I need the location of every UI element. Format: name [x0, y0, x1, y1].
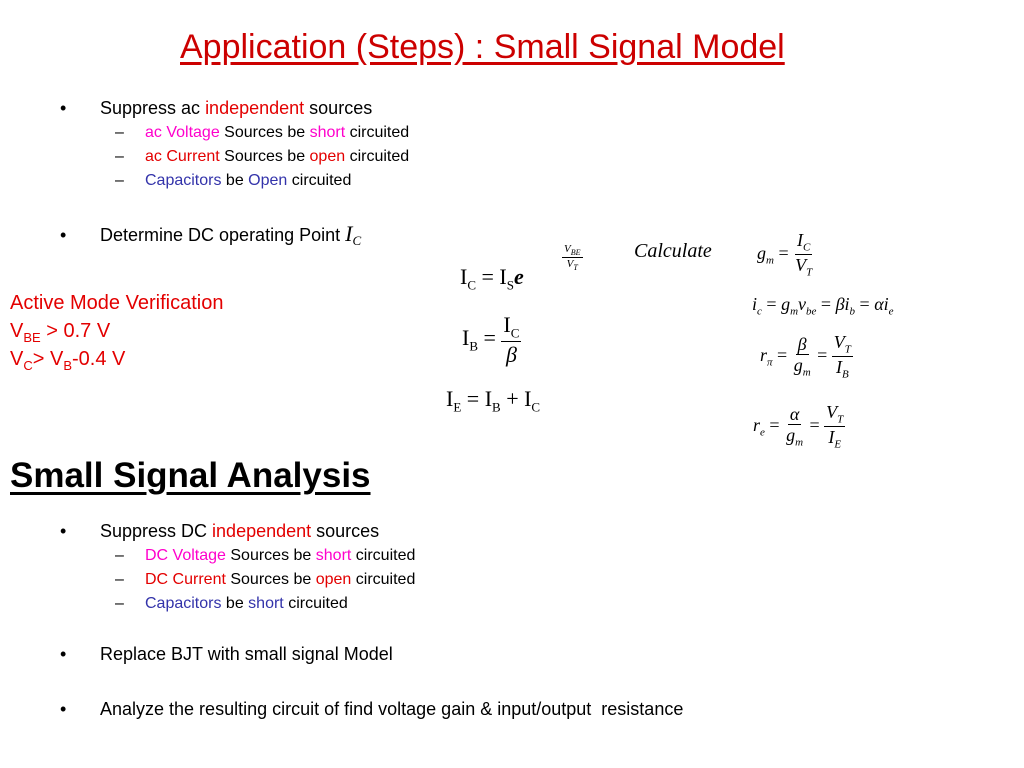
bullet-glyph: • [60, 98, 67, 118]
bullet-glyph: • [60, 521, 67, 541]
sub-end: circuited [345, 124, 410, 141]
vbe-condition: VBE > 0.7 V [10, 320, 110, 345]
vc-condition: VC> VB-0.4 V [10, 348, 125, 373]
bullet-text: Replace BJT with small signal Model [100, 644, 393, 664]
dash-glyph: – [115, 547, 124, 564]
bullet-determine-dc: • Determine DC operating Point IC [60, 221, 361, 249]
equation-ic-small: ic = gmvbe = βib = αie [752, 294, 894, 318]
vc-sub: C [23, 358, 33, 373]
small-signal-heading: Small Signal Analysis [10, 456, 371, 495]
sub-term: Capacitors [145, 595, 222, 612]
sub-term: DC Voltage [145, 547, 226, 564]
sub-end: circuited [351, 547, 416, 564]
sub-dc-current: – DC Current Sources be open circuited [115, 571, 415, 589]
vbe-sub: BE [23, 330, 41, 345]
v-letter: V [10, 348, 24, 370]
vc-mid: > V [32, 348, 64, 370]
sub-end: circuited [287, 172, 352, 189]
dash-glyph: – [115, 172, 124, 189]
sub-state: open [315, 571, 352, 588]
sub-end: circuited [345, 148, 410, 165]
sub-state: Open [248, 172, 288, 189]
sub-dc-voltage: – DC Voltage Sources be short circuited [115, 547, 415, 565]
sub-term: ac Voltage [145, 124, 220, 141]
bullet-highlight: independent [205, 98, 305, 118]
ic-subscript: C [352, 233, 362, 248]
sub-term: Capacitors [145, 172, 222, 189]
equation-ic: IC = ISe [460, 264, 524, 293]
sub-text: Sources be [219, 124, 310, 141]
sub-term: DC Current [145, 571, 226, 588]
bullet-text: Determine DC operating Point [100, 225, 346, 245]
active-mode-title: Active Mode Verification [10, 292, 224, 314]
bullet-glyph: • [60, 644, 67, 664]
bullet-text: Analyze the resulting circuit of find vo… [100, 699, 684, 719]
ic-symbol: I [345, 221, 353, 246]
bullet-suppress-ac: • Suppress ac independent sources [60, 98, 372, 119]
page-title: Application (Steps) : Small Signal Model [180, 28, 785, 66]
equation-ie: IE = IB + IC [446, 386, 541, 415]
calculate-label: Calculate [634, 240, 712, 262]
sub-text: Sources be [219, 148, 310, 165]
sub-text: Sources be [225, 547, 316, 564]
sub-capacitors: – Capacitors be Open circuited [115, 172, 351, 190]
bullet-text-end: sources [311, 521, 380, 541]
vc-rest: -0.4 V [71, 348, 126, 370]
sub-term: ac Current [145, 148, 220, 165]
sub-end: circuited [351, 571, 416, 588]
bullet-analyze-circuit: • Analyze the resulting circuit of find v… [60, 699, 683, 720]
bullet-replace-bjt: • Replace BJT with small signal Model [60, 644, 393, 665]
dash-glyph: – [115, 571, 124, 588]
sub-ac-voltage: – ac Voltage Sources be short circuited [115, 124, 409, 142]
dash-glyph: – [115, 124, 124, 141]
sub-end: circuited [283, 595, 348, 612]
sub-state: short [248, 595, 284, 612]
bullet-text: Suppress DC [100, 521, 213, 541]
bullet-text-end: sources [304, 98, 373, 118]
dash-glyph: – [115, 148, 124, 165]
bullet-glyph: • [60, 699, 67, 719]
dash-glyph: – [115, 595, 124, 612]
sub-text: be [221, 172, 249, 189]
sub-text: Sources be [225, 571, 316, 588]
sub-ac-current: – ac Current Sources be open circuited [115, 148, 409, 166]
sub-text: be [221, 595, 249, 612]
bullet-glyph: • [60, 225, 67, 245]
sub-state: short [315, 547, 352, 564]
sub-capacitors-short: – Capacitors be short circuited [115, 595, 348, 613]
vb-sub: B [63, 358, 72, 373]
vbe-rest: > 0.7 V [40, 320, 111, 342]
sub-state: open [309, 148, 346, 165]
bullet-suppress-dc: • Suppress DC independent sources [60, 521, 379, 542]
v-letter: V [10, 320, 24, 342]
sub-state: short [309, 124, 346, 141]
bullet-highlight: independent [212, 521, 312, 541]
bullet-text: Suppress ac [100, 98, 206, 118]
